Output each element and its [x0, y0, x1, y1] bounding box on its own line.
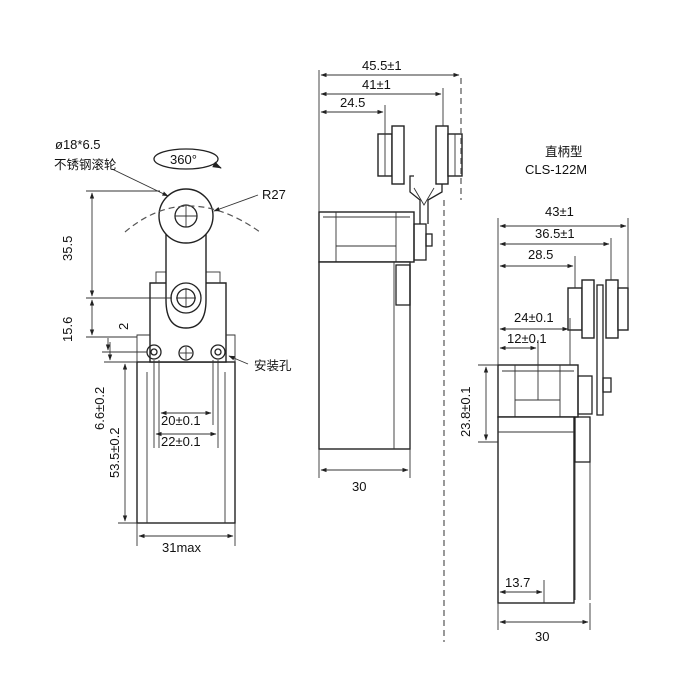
side-head: [318, 211, 415, 263]
side-view: 45.5±1 41±1 24.5 30: [318, 58, 463, 642]
dim-35-5: 35.5: [60, 236, 75, 261]
right-roller-right: [605, 279, 619, 339]
straight-arm: [596, 284, 604, 416]
dim-53-5: 53.5±0.2: [107, 427, 122, 478]
mount-hole-right: [210, 344, 226, 360]
dim-6-6: 6.6±0.2: [92, 387, 107, 430]
rotation-ellipse: [153, 148, 219, 170]
dim-31max: 31max: [162, 540, 202, 555]
dim-22: 22±0.1: [161, 434, 201, 449]
dim-24: 24±0.1: [514, 310, 554, 325]
dim-41: 41±1: [362, 77, 391, 92]
dim-20: 20±0.1: [161, 413, 201, 428]
roller-material-label: 不锈钢滚轮: [54, 157, 117, 172]
dim-28-5: 28.5: [528, 247, 553, 262]
dim-2: 2: [116, 323, 131, 330]
side-roller-right: [435, 125, 449, 185]
side-housing: [318, 261, 411, 450]
dim-23-8: 23.8±0.1: [458, 386, 473, 437]
dim-43: 43±1: [545, 204, 574, 219]
front-view: ø18*6.5 不锈钢滚轮 360° R27 安装孔 35.5 15.6 2 6…: [54, 137, 292, 555]
dim-15-6: 15.6: [60, 317, 75, 342]
model-type-label: 直柄型: [545, 144, 583, 159]
dim-30-right: 30: [535, 629, 549, 644]
dim-13-7: 13.7: [505, 575, 530, 590]
swing-arc: [124, 205, 261, 233]
lever-arm: [165, 224, 207, 329]
dim-45-5: 45.5±1: [362, 58, 402, 73]
roller-spec-label: ø18*6.5: [55, 137, 101, 152]
dim-24-5: 24.5: [340, 95, 365, 110]
dim-30-side: 30: [352, 479, 366, 494]
dim-12: 12±0.1: [507, 331, 547, 346]
dim-36-5: 36.5±1: [535, 226, 575, 241]
center-screw: [178, 345, 194, 361]
mounting-hole-label: 安装孔: [254, 358, 292, 373]
rotation-label: 360°: [170, 152, 197, 167]
model-number-label: CLS-122M: [525, 162, 587, 177]
front-housing: [136, 361, 236, 524]
right-view: 直柄型 CLS-122M: [458, 144, 629, 644]
right-housing: [497, 416, 575, 604]
radius-label: R27: [262, 187, 286, 202]
